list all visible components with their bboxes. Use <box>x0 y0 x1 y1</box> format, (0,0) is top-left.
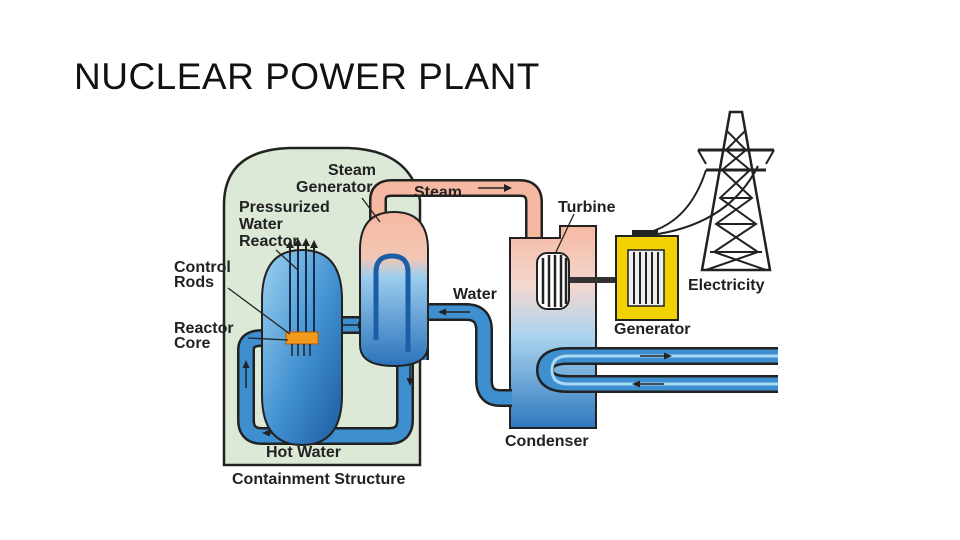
feedwater-pipe <box>428 303 512 407</box>
label-control-rods-2: Rods <box>174 274 214 291</box>
transmission-tower <box>649 110 775 272</box>
reactor-vessel <box>261 238 343 447</box>
label-hot-water: Hot Water <box>266 444 341 461</box>
label-pwr-1: Pressurized <box>239 199 330 216</box>
label-pwr-2: Water <box>239 216 283 233</box>
generator <box>615 230 679 321</box>
label-generator: Generator <box>614 321 690 338</box>
label-turbine: Turbine <box>558 199 616 216</box>
label-water: Water <box>453 286 497 303</box>
reactor-core <box>285 331 319 356</box>
label-reactor-core-1: Reactor <box>174 320 234 337</box>
cooling-water-loop <box>535 347 778 393</box>
label-electricity: Electricity <box>688 277 765 294</box>
labels: Steam Generator Pressurized Water Reacto… <box>174 162 765 488</box>
turbine <box>536 252 630 310</box>
label-control-rods-1: Control <box>174 259 231 276</box>
label-containment-structure: Containment Structure <box>232 471 405 488</box>
slide-title: NUCLEAR POWER PLANT <box>74 56 540 97</box>
label-steam-generator-2: Generator <box>296 179 372 196</box>
label-condenser: Condenser <box>505 433 589 450</box>
steam-pipe <box>369 179 543 238</box>
steam-generator <box>359 210 429 368</box>
label-pwr-3: Reactor <box>239 233 299 250</box>
label-steam: Steam <box>414 184 462 201</box>
label-steam-generator-1: Steam <box>328 162 376 179</box>
leader-lines <box>227 197 575 341</box>
label-reactor-core-2: Core <box>174 335 211 352</box>
